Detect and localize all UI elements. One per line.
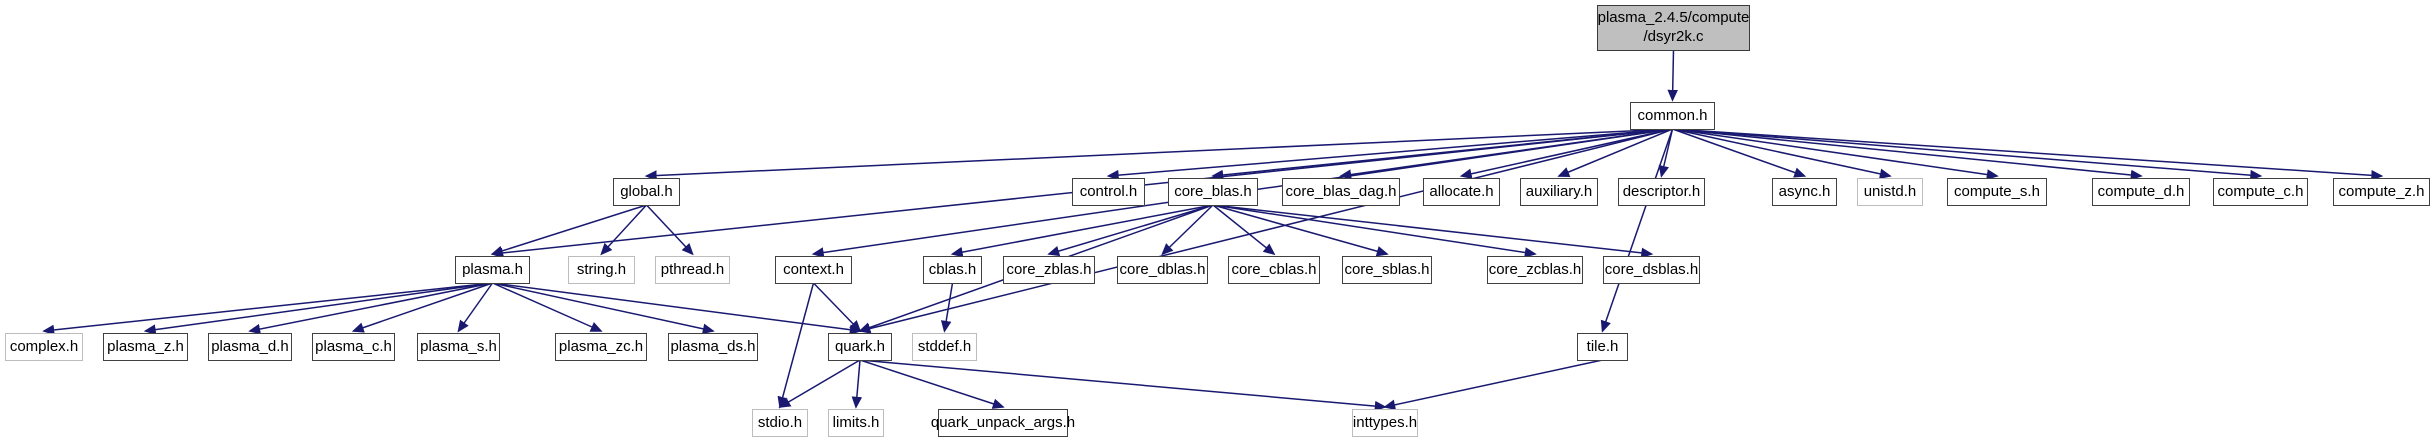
graph-node-quark-h[interactable]: quark.h — [828, 333, 892, 361]
graph-node-dsyr2k-c: plasma_2.4.5/compute /dsyr2k.c — [1597, 5, 1750, 51]
edge-plasma-h-to-quark-h — [492, 282, 862, 335]
graph-node-plasma-h[interactable]: plasma.h — [455, 256, 530, 284]
graph-node-core-sblas-h[interactable]: core_sblas.h — [1342, 256, 1432, 284]
edge-quark-h-to-stdio-h — [778, 359, 861, 408]
graph-node-core-blas-dag-h[interactable]: core_blas_dag.h — [1282, 178, 1400, 206]
graph-node-plasma-d-h[interactable]: plasma_d.h — [208, 333, 292, 361]
graph-node-stdio-h: stdio.h — [752, 409, 808, 437]
graph-node-async-h[interactable]: async.h — [1772, 178, 1837, 206]
edge-plasma-h-to-plasma-s-h — [457, 282, 494, 333]
edge-core-blas-h-to-core-zcblas-h — [1212, 204, 1537, 258]
edge-core-blas-h-to-core-cblas-h — [1212, 204, 1276, 256]
graph-node-pthread-h: pthread.h — [655, 256, 730, 284]
edge-common-h-to-compute-s-h — [1672, 128, 1999, 180]
edge-plasma-h-to-plasma-z-h — [143, 282, 493, 335]
edge-common-h-to-compute-z-h — [1672, 128, 2384, 181]
edge-global-h-to-pthread-h — [645, 204, 694, 256]
edge-common-h-to-allocate-h — [1459, 128, 1673, 179]
graph-node-plasma-z-h[interactable]: plasma_z.h — [103, 333, 188, 361]
edge-plasma-h-to-plasma-d-h — [248, 282, 493, 335]
graph-node-inttypes-h: inttypes.h — [1352, 409, 1418, 437]
edge-core-blas-h-to-core-dblas-h — [1161, 204, 1214, 256]
graph-node-core-zblas-h[interactable]: core_zblas.h — [1003, 256, 1095, 284]
graph-node-compute-c-h[interactable]: compute_c.h — [2213, 178, 2308, 206]
graph-node-cblas-h[interactable]: cblas.h — [923, 256, 982, 284]
edge-quark-h-to-inttypes-h — [859, 359, 1387, 412]
graph-node-compute-d-h[interactable]: compute_d.h — [2092, 178, 2190, 206]
edge-global-h-to-plasma-h — [490, 204, 647, 256]
edge-context-h-to-quark-h — [812, 282, 862, 333]
edge-plasma-h-to-plasma-c-h — [351, 282, 493, 333]
edge-common-h-to-core-blas-dag-h — [1339, 128, 1673, 180]
graph-node-string-h: string.h — [568, 256, 635, 284]
edge-plasma-h-to-plasma-ds-h — [492, 282, 715, 334]
edge-common-h-to-tile-h — [1600, 128, 1674, 333]
edge-common-h-to-unistd-h — [1672, 128, 1892, 180]
graph-node-complex-h: complex.h — [5, 333, 83, 361]
graph-node-quark-unpack-args-h[interactable]: quark_unpack_args.h — [931, 409, 1075, 437]
graph-node-plasma-s-h[interactable]: plasma_s.h — [417, 333, 500, 361]
graph-node-core-dblas-h[interactable]: core_dblas.h — [1117, 256, 1208, 284]
graph-node-limits-h: limits.h — [828, 409, 884, 437]
graph-node-allocate-h[interactable]: allocate.h — [1423, 178, 1500, 206]
edge-common-h-to-core-blas-h — [1211, 128, 1673, 181]
edge-common-h-to-compute-d-h — [1672, 128, 2143, 181]
edge-tile-h-to-inttypes-h — [1383, 359, 1603, 411]
edge-core-blas-h-to-core-sblas-h — [1212, 204, 1389, 257]
edge-global-h-to-string-h — [600, 204, 648, 256]
edge-common-h-to-quark-h — [858, 128, 1673, 334]
edge-common-h-to-global-h — [644, 128, 1673, 181]
edge-plasma-h-to-complex-h — [42, 282, 493, 336]
graph-node-auxiliary-h[interactable]: auxiliary.h — [1520, 178, 1598, 206]
edge-core-blas-h-to-core-zblas-h — [1047, 204, 1214, 257]
edge-common-h-to-descriptor-h — [1658, 128, 1674, 178]
graph-node-core-zcblas-h[interactable]: core_zcblas.h — [1487, 256, 1583, 284]
graph-node-global-h[interactable]: global.h — [613, 178, 680, 206]
edge-quark-h-to-limits-h — [851, 359, 863, 409]
edge-core-blas-h-to-cblas-h — [950, 204, 1214, 258]
graph-node-compute-s-h[interactable]: compute_s.h — [1947, 178, 2047, 206]
edge-context-h-to-stdio-h — [777, 282, 815, 409]
edge-plasma-h-to-plasma-zc-h — [492, 282, 603, 332]
edge-common-h-to-control-h — [1106, 128, 1673, 181]
graph-node-plasma-zc-h[interactable]: plasma_zc.h — [555, 333, 647, 361]
edge-common-h-to-auxiliary-h — [1557, 128, 1673, 177]
graph-node-core-cblas-h[interactable]: core_cblas.h — [1228, 256, 1320, 284]
graph-node-context-h[interactable]: context.h — [775, 256, 852, 284]
edge-quark-h-to-quark-unpack-args-h — [859, 359, 1005, 409]
edge-common-h-to-async-h — [1672, 128, 1807, 178]
graph-node-descriptor-h[interactable]: descriptor.h — [1618, 178, 1705, 206]
graph-node-stddef-h: stddef.h — [912, 333, 977, 361]
graph-node-core-dsblas-h[interactable]: core_dsblas.h — [1603, 256, 1700, 284]
graph-node-tile-h[interactable]: tile.h — [1577, 333, 1628, 361]
edge-cblas-h-to-stddef-h — [940, 282, 954, 333]
graph-node-common-h[interactable]: common.h — [1630, 102, 1715, 130]
graph-node-compute-z-h[interactable]: compute_z.h — [2333, 178, 2430, 206]
edge-common-h-to-compute-c-h — [1672, 128, 2263, 181]
edge-dsyr2k-c-to-common-h — [1667, 49, 1678, 102]
edge-core-blas-h-to-core-dsblas-h — [1212, 204, 1654, 259]
graph-node-plasma-ds-h[interactable]: plasma_ds.h — [668, 333, 758, 361]
graph-node-unistd-h: unistd.h — [1857, 178, 1923, 206]
graph-node-plasma-c-h[interactable]: plasma_c.h — [312, 333, 395, 361]
graph-node-core-blas-h[interactable]: core_blas.h — [1168, 178, 1258, 206]
graph-node-control-h[interactable]: control.h — [1072, 178, 1145, 206]
